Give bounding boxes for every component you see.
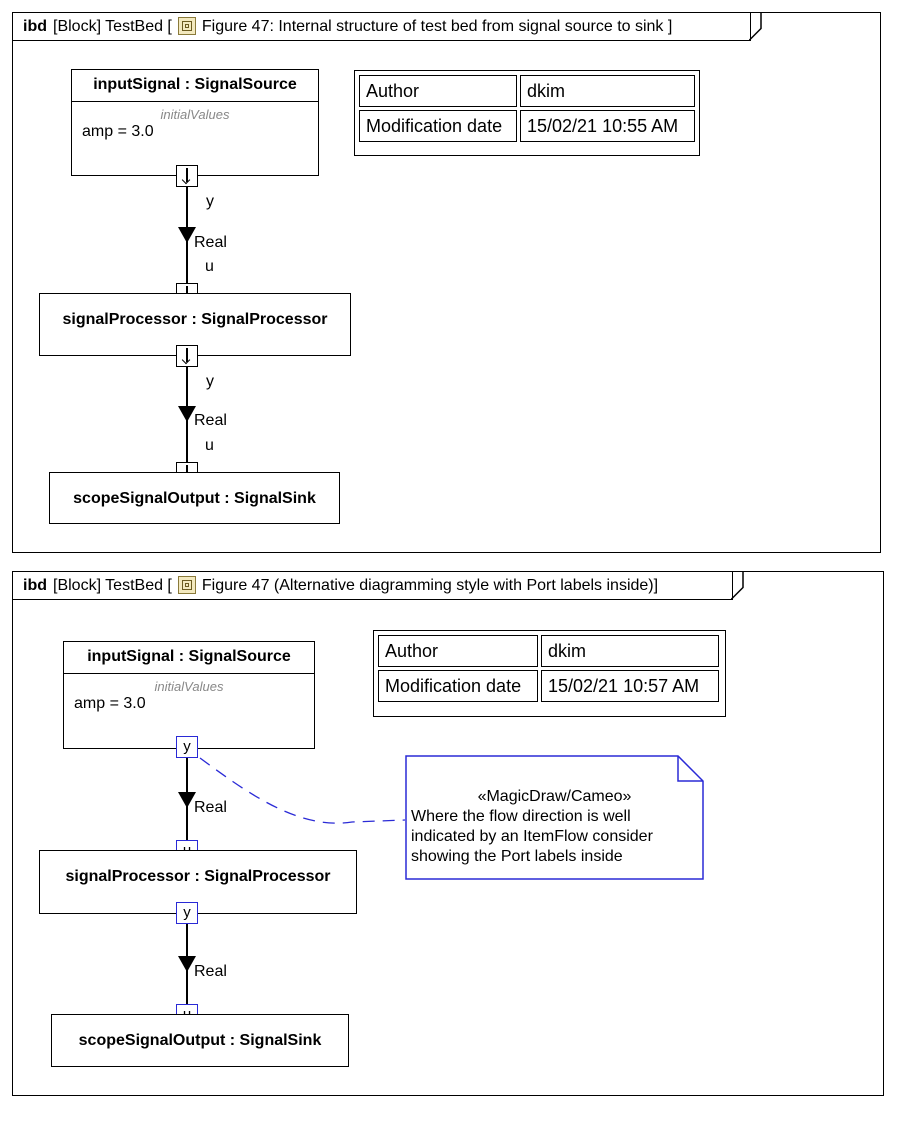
diagram-title: Figure 47: Internal structure of test be… xyxy=(201,18,673,35)
port-y-out-icon[interactable] xyxy=(176,165,198,187)
diagram-kind: ibd xyxy=(23,577,47,594)
item-flow-label: Real xyxy=(194,963,227,980)
item-flow-arrow-icon xyxy=(178,956,196,972)
diagram-kind: ibd xyxy=(23,18,47,35)
author-label: Author xyxy=(378,635,538,667)
item-flow-label: Real xyxy=(194,234,227,251)
diagram-element: [Block] TestBed [ xyxy=(53,577,172,594)
modification-date-label: Modification date xyxy=(359,110,517,142)
tab-corner xyxy=(749,13,762,42)
note-text: «MagicDraw/Cameo» Where the flow directi… xyxy=(405,787,704,867)
author-value: dkim xyxy=(520,75,695,107)
port-label-y: y xyxy=(206,193,214,210)
part-title: inputSignal : SignalSource xyxy=(64,642,314,674)
note-shape xyxy=(405,755,704,880)
initial-value: amp = 3.0 xyxy=(82,123,154,140)
diagram-element: [Block] TestBed [ xyxy=(53,18,172,35)
part-title: scopeSignalOutput : SignalSink xyxy=(78,1032,322,1049)
frame-tab-2: ibd [Block] TestBed [ Figure 47 (Alternati… xyxy=(13,572,733,600)
part-scope-signal-output[interactable]: scopeSignalOutput : SignalSink xyxy=(49,472,340,524)
compartment-label: initialValues xyxy=(160,107,230,122)
item-flow-label: Real xyxy=(194,412,227,429)
diagram-title: Figure 47 (Alternative diagramming style… xyxy=(201,577,659,594)
item-flow-arrow-icon xyxy=(178,792,196,808)
comment-note[interactable]: «MagicDraw/Cameo» Where the flow directi… xyxy=(405,755,704,880)
item-flow-arrow-icon xyxy=(178,406,196,422)
item-flow-arrow-icon xyxy=(178,227,196,243)
compartment-label: initialValues xyxy=(154,679,224,694)
item-flow-label: Real xyxy=(194,799,227,816)
part-input-signal[interactable]: inputSignal : SignalSource initialValues… xyxy=(63,641,315,749)
note-line: showing the Port labels inside xyxy=(411,848,623,865)
note-line: Where the flow direction is well xyxy=(411,808,631,825)
port-y-out[interactable]: y xyxy=(176,902,198,924)
part-scope-signal-output[interactable]: scopeSignalOutput : SignalSink xyxy=(51,1014,349,1067)
modification-date-value: 15/02/21 10:55 AM xyxy=(520,110,695,142)
note-stereotype: «MagicDraw/Cameo» xyxy=(477,788,632,805)
port-y-out[interactable]: y xyxy=(176,736,198,758)
port-label-u: u xyxy=(205,258,214,275)
part-title: signalProcessor : SignalProcessor xyxy=(62,311,328,328)
part-title: signalProcessor : SignalProcessor xyxy=(65,868,331,885)
note-line: indicated by an ItemFlow consider xyxy=(411,828,653,845)
modification-date-label: Modification date xyxy=(378,670,538,702)
modification-date-value: 15/02/21 10:57 AM xyxy=(541,670,719,702)
author-label: Author xyxy=(359,75,517,107)
part-title: scopeSignalOutput : SignalSink xyxy=(73,490,316,507)
part-input-signal[interactable]: inputSignal : SignalSource initialValues… xyxy=(71,69,319,176)
part-title: inputSignal : SignalSource xyxy=(72,70,318,102)
diagram-icon xyxy=(177,576,196,594)
frame-tab-1: ibd [Block] TestBed [ Figure 47: Internal … xyxy=(13,13,751,41)
part-signal-processor[interactable]: signalProcessor : SignalProcessor xyxy=(39,850,357,914)
port-label-y: y xyxy=(206,373,214,390)
info-table-2: Author dkim Modification date 15/02/21 1… xyxy=(373,630,726,717)
diagram-icon xyxy=(177,17,196,35)
tab-corner xyxy=(731,572,744,601)
info-table-1: Author dkim Modification date 15/02/21 1… xyxy=(354,70,700,156)
port-label-u: u xyxy=(205,437,214,454)
author-value: dkim xyxy=(541,635,719,667)
port-y-out-icon[interactable] xyxy=(176,345,198,367)
initial-value: amp = 3.0 xyxy=(74,695,146,712)
